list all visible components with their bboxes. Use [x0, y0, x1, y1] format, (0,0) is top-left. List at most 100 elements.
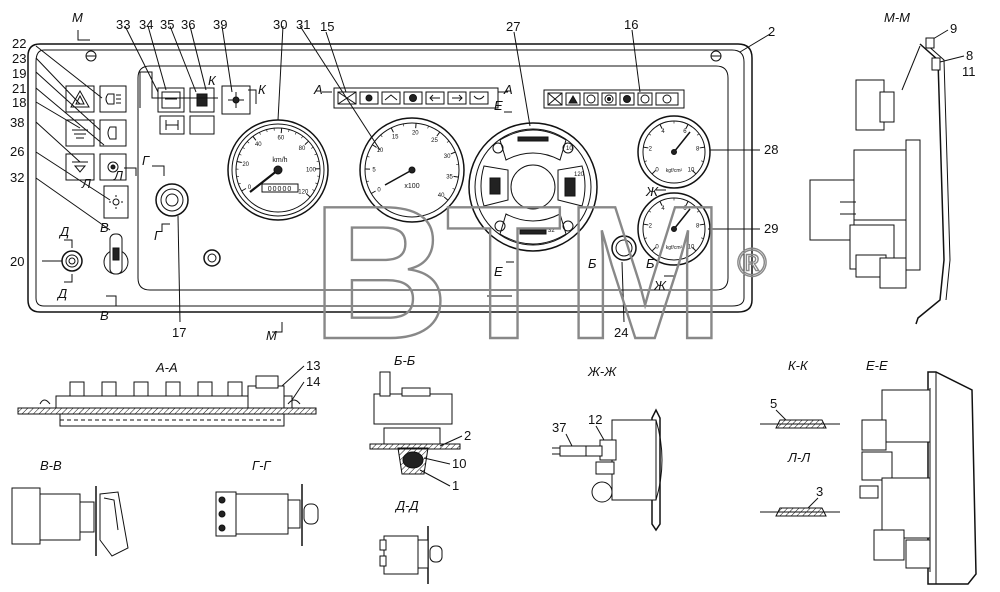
pressure-gauge-lower-tick-mark — [692, 247, 697, 252]
callout-18: 18 — [12, 95, 26, 110]
callout-38: 38 — [10, 115, 24, 130]
speedometer-tick-mark — [316, 160, 320, 163]
beacon-switch — [99, 153, 127, 181]
cut-mark-m-top: М — [72, 10, 83, 25]
tachometer-tick-mark — [443, 196, 449, 201]
cut-mark-b-1: Б — [588, 256, 597, 271]
fog-lamp-switch — [65, 119, 95, 147]
callout-20: 20 — [10, 254, 24, 269]
callout-26: 26 — [10, 144, 24, 159]
callout-13: 13 — [306, 358, 320, 373]
callout-9: 9 — [950, 21, 957, 36]
speedometer-tick-mark — [315, 182, 318, 185]
section-view-v-v: В-В — [11, 458, 129, 557]
callout-23: 23 — [12, 51, 26, 66]
speedometer-tick-mark — [241, 188, 247, 192]
odometer-digits: 00000 — [268, 186, 292, 193]
aa-switch-knobs — [69, 381, 243, 397]
combo-gauge-tick-10: 10 — [566, 146, 573, 152]
section-title-b-b: Б-Б — [394, 353, 416, 368]
tachometer-tick-label: 0 — [377, 188, 381, 194]
section-title-d-d: Д-Д — [394, 498, 419, 513]
pressure-gauge-lower-unit: kgf/cm² — [666, 245, 683, 251]
pressure-gauge-lower-tick-label: 10 — [688, 244, 695, 250]
section-title-a-a: А-А — [155, 360, 178, 375]
ignition-lock — [103, 233, 129, 275]
section-title-l-l: Л-Л — [787, 450, 810, 465]
cut-mark-b-2: Б — [646, 256, 655, 271]
indicator-24 — [611, 235, 637, 261]
pressure-gauge-lower-tick-mark — [643, 223, 649, 226]
diff-lock-switch — [189, 87, 215, 113]
callout-39: 39 — [213, 17, 227, 32]
cut-mark-e-2: Е — [494, 264, 503, 279]
aa-switch-knob — [197, 381, 213, 397]
cut-mark-zh-1: Ж — [645, 184, 659, 199]
warning-lamp-icon — [469, 91, 489, 105]
speedometer-tick-mark — [288, 129, 290, 133]
speedometer-tick-mark — [238, 182, 241, 185]
pressure-gauge-upper-tick-mark — [696, 133, 700, 136]
section-title-m-m: М-М — [884, 10, 910, 25]
tachometer-tick-mark — [446, 140, 450, 143]
speedometer-tick-label: 60 — [278, 136, 285, 142]
speedometer-needle — [249, 169, 279, 193]
tachometer-tick-label: 10 — [377, 148, 384, 154]
section-title-zh-zh: Ж-Ж — [587, 364, 617, 379]
aa-mount-plate — [17, 407, 317, 415]
aa-switch-knob — [165, 381, 181, 397]
speedometer-tick-mark — [259, 132, 261, 135]
section-view-d-d: Д-Д — [379, 498, 443, 584]
warning-buzzer-knob — [155, 183, 189, 217]
pressure-gauge-lower-tick-label: 0 — [655, 244, 659, 250]
pressure-gauge-upper-tick-label: 8 — [696, 147, 700, 153]
spare-switch — [189, 115, 215, 135]
speedometer-tick-mark — [247, 141, 250, 144]
cut-mark-l-2: Л — [81, 176, 91, 191]
aa-switch-knob — [69, 381, 85, 397]
mode-switch — [159, 115, 185, 135]
cut-mark-e-1: Е — [494, 98, 503, 113]
tachometer-tick-mark — [427, 125, 429, 129]
pressure-gauge-upper-tick-label: 10 — [688, 167, 695, 173]
pressure-gauge-lower-tick-label: 2 — [649, 224, 653, 230]
section-view-a-a: А-А 13 14 — [17, 358, 320, 427]
callout-32: 32 — [10, 170, 24, 185]
warning-strip-left — [333, 87, 499, 109]
callout-12: 12 — [588, 412, 602, 427]
aa-switch-knob — [133, 381, 149, 397]
watermark: ВТМ ® — [311, 166, 768, 380]
combo-gauge-left-dial — [480, 165, 509, 207]
section-title-g-g: Г-Г — [252, 458, 271, 473]
warning-lamp-icon — [655, 92, 679, 106]
callout-28: 28 — [764, 142, 778, 157]
pressure-gauge-lower-tick-mark — [659, 201, 663, 207]
callout-30: 30 — [273, 17, 287, 32]
cut-mark-l-1: Л — [113, 168, 123, 183]
instrument-cluster-frame — [137, 65, 729, 291]
callout-34: 34 — [139, 17, 153, 32]
pressure-gauge-upper-tick-label: 6 — [683, 129, 687, 135]
callout-11: 11 — [962, 64, 976, 79]
cut-mark-v-1: В — [100, 220, 109, 235]
speedometer-tick-mark — [242, 147, 245, 150]
callout-10: 10 — [452, 456, 466, 471]
callout-33: 33 — [116, 17, 130, 32]
speedometer-tick-label: 0 — [248, 185, 252, 191]
pressure-gauge-lower-tick-mark — [648, 210, 652, 213]
pressure-gauge-lower-tick-mark — [644, 237, 647, 239]
pressure-gauge-upper-tick-label: 2 — [649, 147, 653, 153]
tachometer-tick-label: 30 — [444, 154, 451, 160]
section-view-k-k: К-К 5 — [760, 358, 840, 429]
pressure-gauge-lower-tick-mark — [701, 237, 704, 239]
tachometer-tick-mark — [372, 144, 377, 148]
speedometer-tick-mark — [266, 129, 268, 133]
callout-5: 5 — [770, 396, 777, 411]
pressure-gauge-lower-tick-mark — [651, 247, 656, 252]
panel-inner-frame — [35, 49, 745, 307]
warning-lamp-icon — [637, 92, 653, 106]
light-switch — [99, 85, 127, 113]
callout-1: 1 — [452, 478, 459, 493]
